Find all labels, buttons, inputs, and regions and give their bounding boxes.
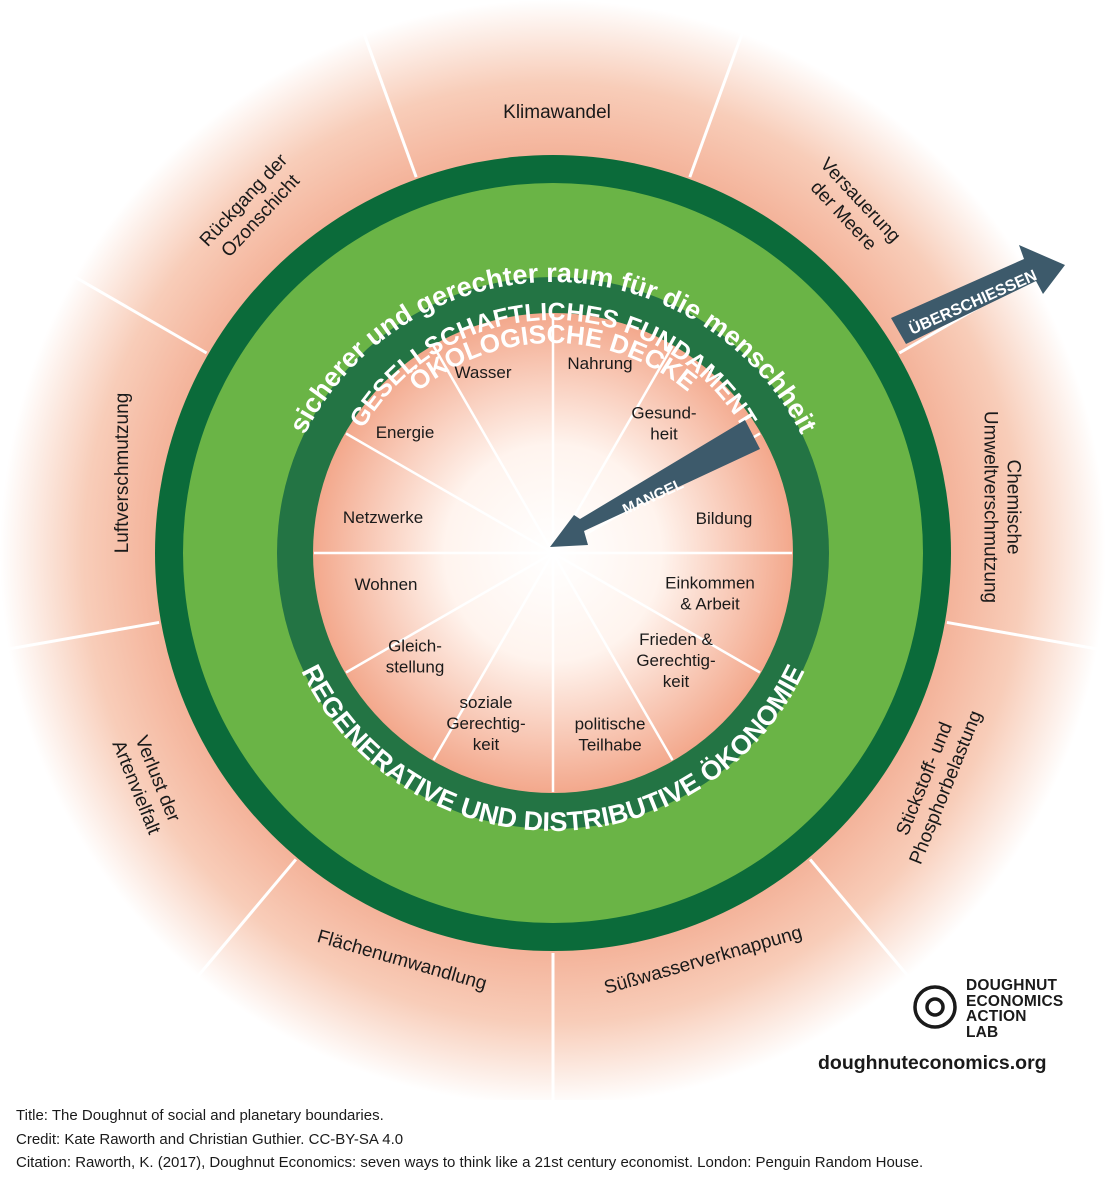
credit-authors: Credit: Kate Raworth and Christian Guthi… bbox=[16, 1130, 404, 1148]
shortfall-arrow-shape bbox=[550, 420, 760, 547]
deal-logo-icon bbox=[913, 985, 957, 1029]
foundation-divider bbox=[551, 552, 674, 761]
ceiling-label-chemical: ChemischeUmweltverschmutzung bbox=[980, 411, 1024, 603]
foundation-label-water: Wasser bbox=[455, 363, 512, 382]
ceiling-divider bbox=[688, 26, 746, 178]
foundation-label-line: Netzwerke bbox=[343, 508, 423, 527]
ceiling-label-climate: Klimawandel bbox=[503, 102, 611, 123]
foundation-label-line: Gleich- bbox=[388, 637, 442, 656]
foundation-label-line: Teilhabe bbox=[578, 736, 641, 755]
foundation-label-health: Gesund-heit bbox=[631, 404, 696, 444]
foundation-label-line: Nahrung bbox=[567, 354, 632, 373]
ceiling-divider bbox=[808, 858, 915, 983]
foundation-label-line: Wohnen bbox=[354, 575, 417, 594]
foundation-label-food: Nahrung bbox=[567, 354, 632, 373]
brand-name-line: LAB bbox=[966, 1023, 999, 1041]
brand-name-line: DOUGHNUT bbox=[966, 977, 1058, 994]
foundation-divider bbox=[432, 552, 555, 761]
foundation-label-line: Frieden & bbox=[639, 630, 713, 649]
brand-url[interactable]: doughnuteconomics.org bbox=[818, 1052, 1047, 1074]
ceiling-label-line: Umweltverschmutzung bbox=[980, 411, 1001, 603]
foundation-label-line: heit bbox=[650, 425, 678, 444]
foundation-label-line: Gerechtig- bbox=[636, 651, 715, 670]
foundation-label-line: Gesund- bbox=[631, 404, 696, 423]
ceiling-divider bbox=[191, 858, 298, 983]
ceiling-label-line: Klimawandel bbox=[503, 102, 611, 123]
brand-name: DOUGHNUT ECONOMICS ACTION LAB bbox=[966, 978, 1063, 1040]
foundation-label-line: politische bbox=[575, 715, 646, 734]
foundation-label-income: Einkommen & Arbeit bbox=[665, 574, 755, 614]
foundation-label-housing: Wohnen bbox=[354, 575, 417, 594]
brand-block: DOUGHNUT ECONOMICS ACTION LAB bbox=[906, 978, 1096, 1058]
ceiling-divider bbox=[1, 620, 160, 652]
doughnut-rings bbox=[155, 155, 951, 951]
ceiling-divider bbox=[67, 271, 208, 355]
foundation-label-line: stellung bbox=[386, 658, 445, 677]
ceiling-divider bbox=[946, 620, 1105, 652]
foundation-label-education: Bildung bbox=[696, 509, 753, 528]
foundation-label-line: Einkommen bbox=[665, 574, 755, 593]
ceiling-label-line: Luftverschmutzung bbox=[112, 393, 133, 554]
brand-name-line: ECONOMICS bbox=[966, 992, 1064, 1010]
overshoot-arrow-shape bbox=[891, 245, 1065, 344]
foundation-label-line: & Arbeit bbox=[680, 595, 740, 614]
brand-name-line: ACTION bbox=[966, 1008, 1027, 1025]
foundation-label-gender: Gleich-stellung bbox=[386, 637, 445, 677]
credits-block: Title: The Doughnut of social and planet… bbox=[16, 1104, 1092, 1175]
foundation-label-line: keit bbox=[473, 735, 500, 754]
foundation-label-line: Wasser bbox=[455, 363, 512, 382]
doughnut-diagram: ÖKOLOGISCHE DECKE sicherer und gerechter… bbox=[0, 0, 1106, 1100]
foundation-label-energy: Energie bbox=[376, 423, 435, 442]
ceiling-label-air: Luftverschmutzung bbox=[112, 393, 133, 554]
credit-title: Title: The Doughnut of social and planet… bbox=[16, 1107, 384, 1124]
foundation-divider bbox=[432, 345, 555, 554]
ceiling-divider bbox=[360, 26, 418, 178]
credit-citation: Citation: Raworth, K. (2017), Doughnut E… bbox=[16, 1154, 924, 1171]
foundation-label-line: keit bbox=[663, 672, 690, 691]
ceiling-label-line: Chemische bbox=[1003, 459, 1024, 554]
foundation-divider bbox=[345, 551, 554, 674]
foundation-label-line: Gerechtig- bbox=[446, 714, 525, 733]
foundation-divider bbox=[345, 432, 554, 555]
foundation-label-line: Bildung bbox=[696, 509, 753, 528]
foundation-divider bbox=[552, 551, 761, 674]
foundation-label-line: soziale bbox=[460, 693, 513, 712]
foundation-label-networks: Netzwerke bbox=[343, 508, 423, 527]
foundation-label-peace: Frieden & Gerechtig-keit bbox=[636, 630, 715, 691]
foundation-label-line: Energie bbox=[376, 423, 435, 442]
